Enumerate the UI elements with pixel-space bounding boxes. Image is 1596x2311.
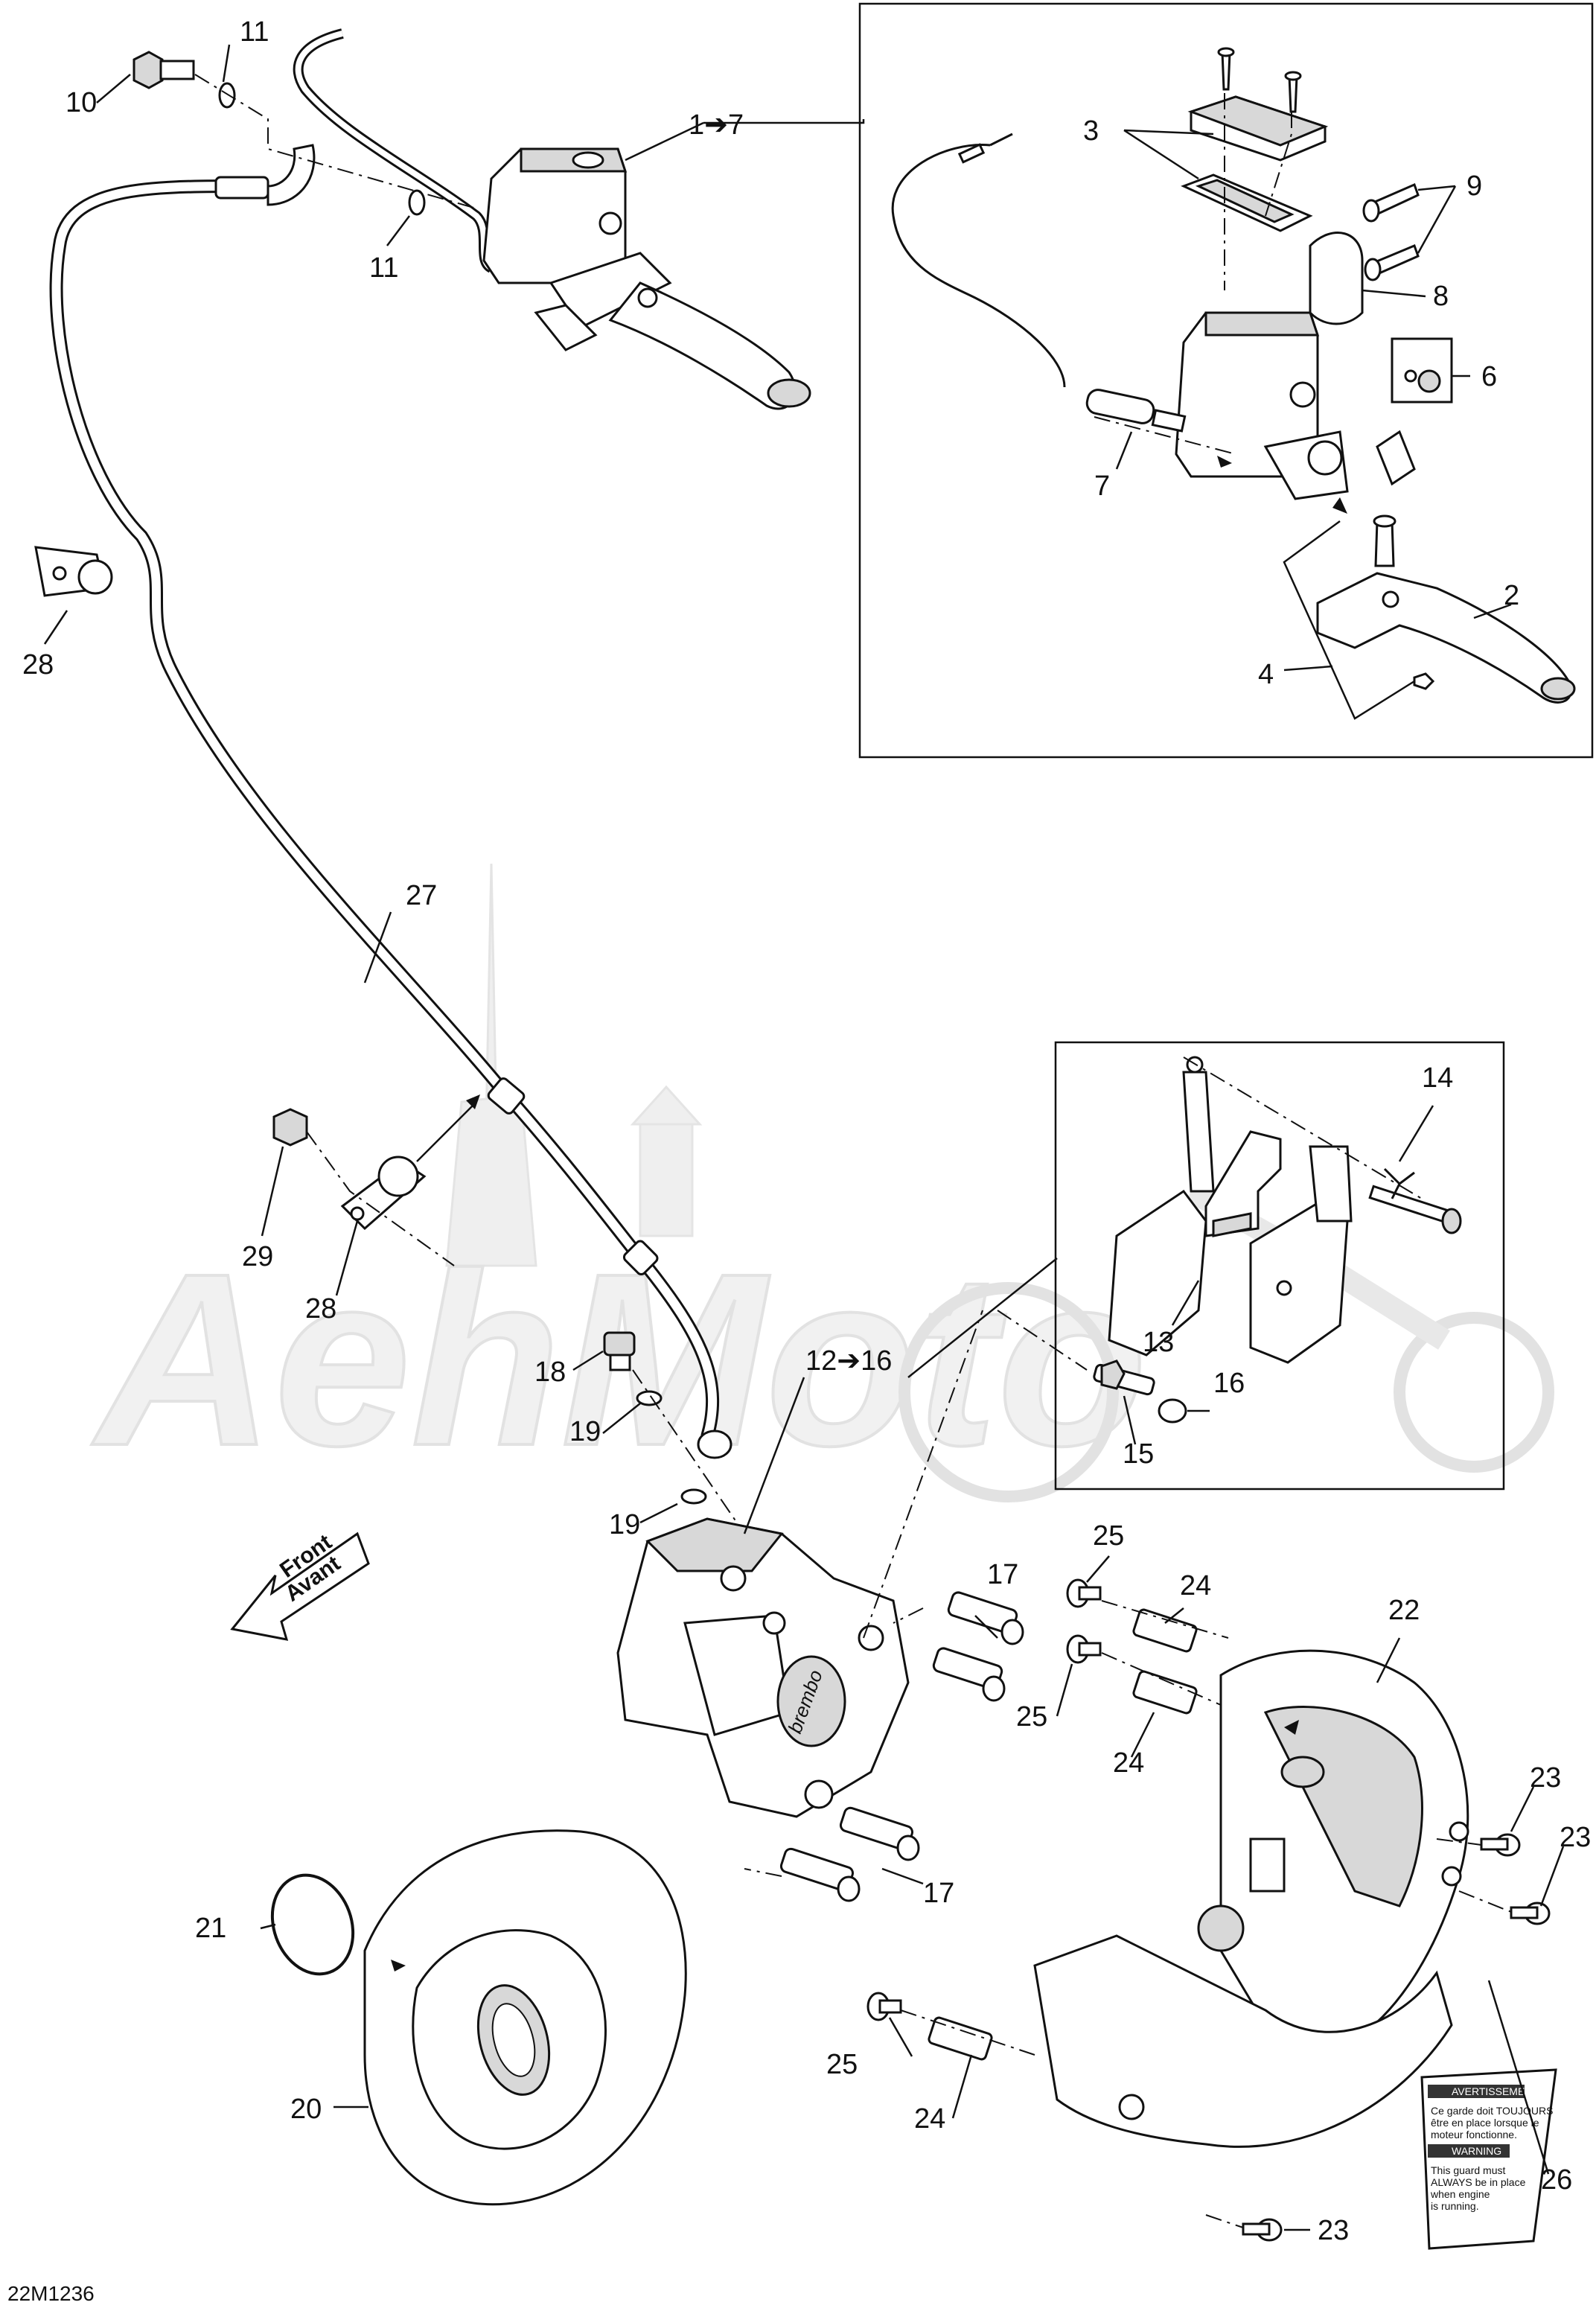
bleeder-plug <box>603 1331 636 1371</box>
callout-13: 13 <box>1143 1327 1174 1358</box>
callout-18: 18 <box>534 1357 566 1388</box>
callout-24-a: 24 <box>1180 1570 1211 1601</box>
brake-pads <box>1108 1056 1353 1364</box>
callout-3: 3 <box>1083 115 1099 147</box>
sticker-text-fr-2: être en place lorsque le <box>1431 2117 1539 2129</box>
brake-lever <box>1316 514 1576 704</box>
callout-6: 6 <box>1481 361 1497 392</box>
pad-pin <box>1368 1185 1462 1234</box>
nut <box>272 1108 308 1147</box>
callout-24-b: 24 <box>1113 1747 1144 1779</box>
pad-spring <box>1204 1130 1282 1237</box>
callout-7: 7 <box>1094 471 1110 502</box>
sealing-washer-mid <box>408 189 426 216</box>
washer-upper <box>636 1390 663 1406</box>
callout-12-16: 12➔16 <box>805 1345 892 1377</box>
hose-retainer-upper <box>34 546 113 597</box>
diagram-code: 22M1236 <box>7 2282 95 2305</box>
callout-11-top: 11 <box>240 16 269 48</box>
retaining-clip <box>1383 1167 1415 1199</box>
front-direction-arrow: Front Avant <box>230 1530 370 1641</box>
callout-17-lower: 17 <box>923 1878 954 1909</box>
brake-disc <box>363 1829 687 2206</box>
brake-light-switch <box>891 133 1187 433</box>
caliper-bolts-upper <box>932 1591 1024 1702</box>
hose-retainer-lower <box>340 1156 427 1231</box>
sticker-text-fr-3: moteur fonctionne. <box>1431 2129 1517 2141</box>
callout-2: 2 <box>1504 580 1519 611</box>
caliper-bolts-lower <box>779 1806 920 1902</box>
callout-25-b: 25 <box>1016 1701 1047 1733</box>
cover-screw-2 <box>1288 74 1298 113</box>
callout-19-upper: 19 <box>569 1416 601 1447</box>
bleeder-valve <box>1093 1359 1155 1396</box>
disc-guard <box>1033 1649 1469 2148</box>
callout-27: 27 <box>406 880 437 911</box>
callout-23-c: 23 <box>1318 2215 1349 2246</box>
brake-pad-inset-frame <box>1054 1041 1505 1491</box>
master-cylinder-inset-frame <box>858 2 1594 759</box>
callout-16: 16 <box>1213 1368 1245 1399</box>
callout-29: 29 <box>242 1241 273 1272</box>
callout-28-upper: 28 <box>22 649 54 680</box>
seal <box>1417 369 1441 393</box>
seal-detail-box <box>1391 337 1453 404</box>
handlebar-clamp <box>1309 232 1364 325</box>
callout-17-upper: 17 <box>987 1559 1018 1590</box>
callout-11-mid: 11 <box>369 252 398 284</box>
callout-10: 10 <box>66 87 97 118</box>
callout-22: 22 <box>1388 1595 1420 1626</box>
callout-labels: 1➔7 2 3 4 6 7 8 9 10 11 11 12➔16 13 14 1… <box>7 16 1591 2305</box>
sticker-text-en-2: ALWAYS be in place <box>1431 2176 1526 2188</box>
cover-screw-1 <box>1221 51 1231 91</box>
guard-spacers <box>928 1608 1198 2061</box>
callout-24-c: 24 <box>914 2103 945 2135</box>
o-ring <box>270 1873 355 1976</box>
callout-14: 14 <box>1422 1062 1453 1094</box>
washer-lower <box>680 1488 707 1505</box>
sticker-text-en-4: is running. <box>1431 2200 1479 2212</box>
warning-decal: AVERTISSEMENT Ce garde doit TOUJOURS êtr… <box>1420 2068 1557 2250</box>
callout-23-b: 23 <box>1560 1822 1591 1853</box>
banjo-fitting <box>697 1429 732 1459</box>
guard-screws <box>866 1578 1102 2021</box>
callout-25-a: 25 <box>1093 1520 1124 1552</box>
callout-9: 9 <box>1466 170 1482 202</box>
callout-4: 4 <box>1258 659 1274 690</box>
callout-28-lower: 28 <box>305 1293 336 1325</box>
lever-pivot-cap <box>1376 430 1416 486</box>
sticker-text-en-3: when engine <box>1430 2188 1490 2200</box>
bleeder-cap <box>1158 1398 1187 1424</box>
callout-23-a: 23 <box>1530 1762 1561 1794</box>
sticker-text-fr-1: Ce garde doit TOUJOURS <box>1431 2105 1553 2117</box>
callout-19-lower: 19 <box>609 1509 640 1540</box>
callout-25-c: 25 <box>826 2049 858 2080</box>
callout-21: 21 <box>195 1913 226 1944</box>
master-cylinder-assembly <box>482 147 811 410</box>
brake-hose <box>49 28 720 1439</box>
banjo-bolt <box>133 51 195 89</box>
callout-26: 26 <box>1541 2164 1572 2196</box>
brake-caliper: brembo <box>616 1517 910 1818</box>
callout-8: 8 <box>1433 281 1449 312</box>
callout-20: 20 <box>290 2094 322 2125</box>
master-cylinder-body <box>1175 311 1349 500</box>
sticker-heading-en: WARNING <box>1452 2145 1501 2157</box>
callout-15: 15 <box>1123 1438 1154 1470</box>
callout-1-7: 1➔7 <box>689 109 744 141</box>
sealing-washer-top <box>218 82 236 109</box>
sticker-heading-fr: AVERTISSEMENT <box>1452 2085 1539 2097</box>
sticker-text-en-1: This guard must <box>1431 2164 1505 2176</box>
